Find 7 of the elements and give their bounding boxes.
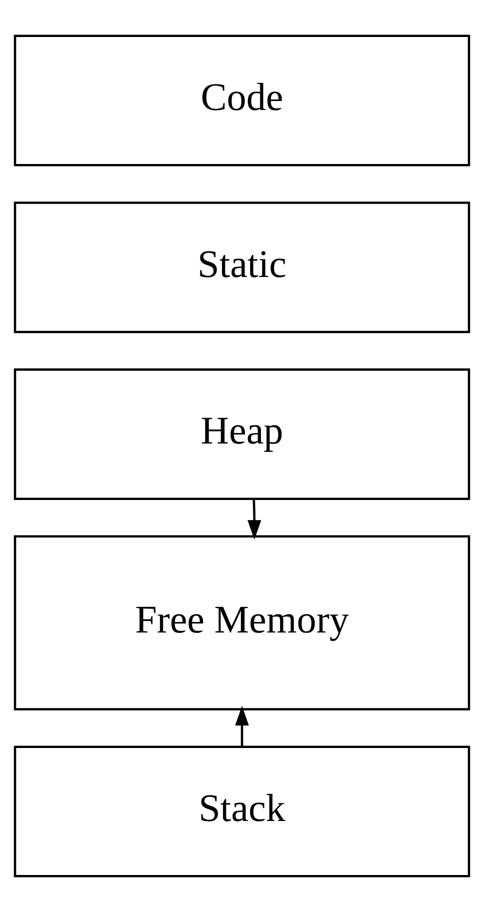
node-box: Code: [13, 34, 470, 166]
node-box: Static: [13, 201, 470, 333]
node-box: Stack: [13, 745, 470, 877]
arrow: [247, 498, 261, 540]
node-box: Heap: [13, 368, 470, 500]
node-box: Free Memory: [13, 534, 470, 710]
arrow: [234, 705, 248, 746]
